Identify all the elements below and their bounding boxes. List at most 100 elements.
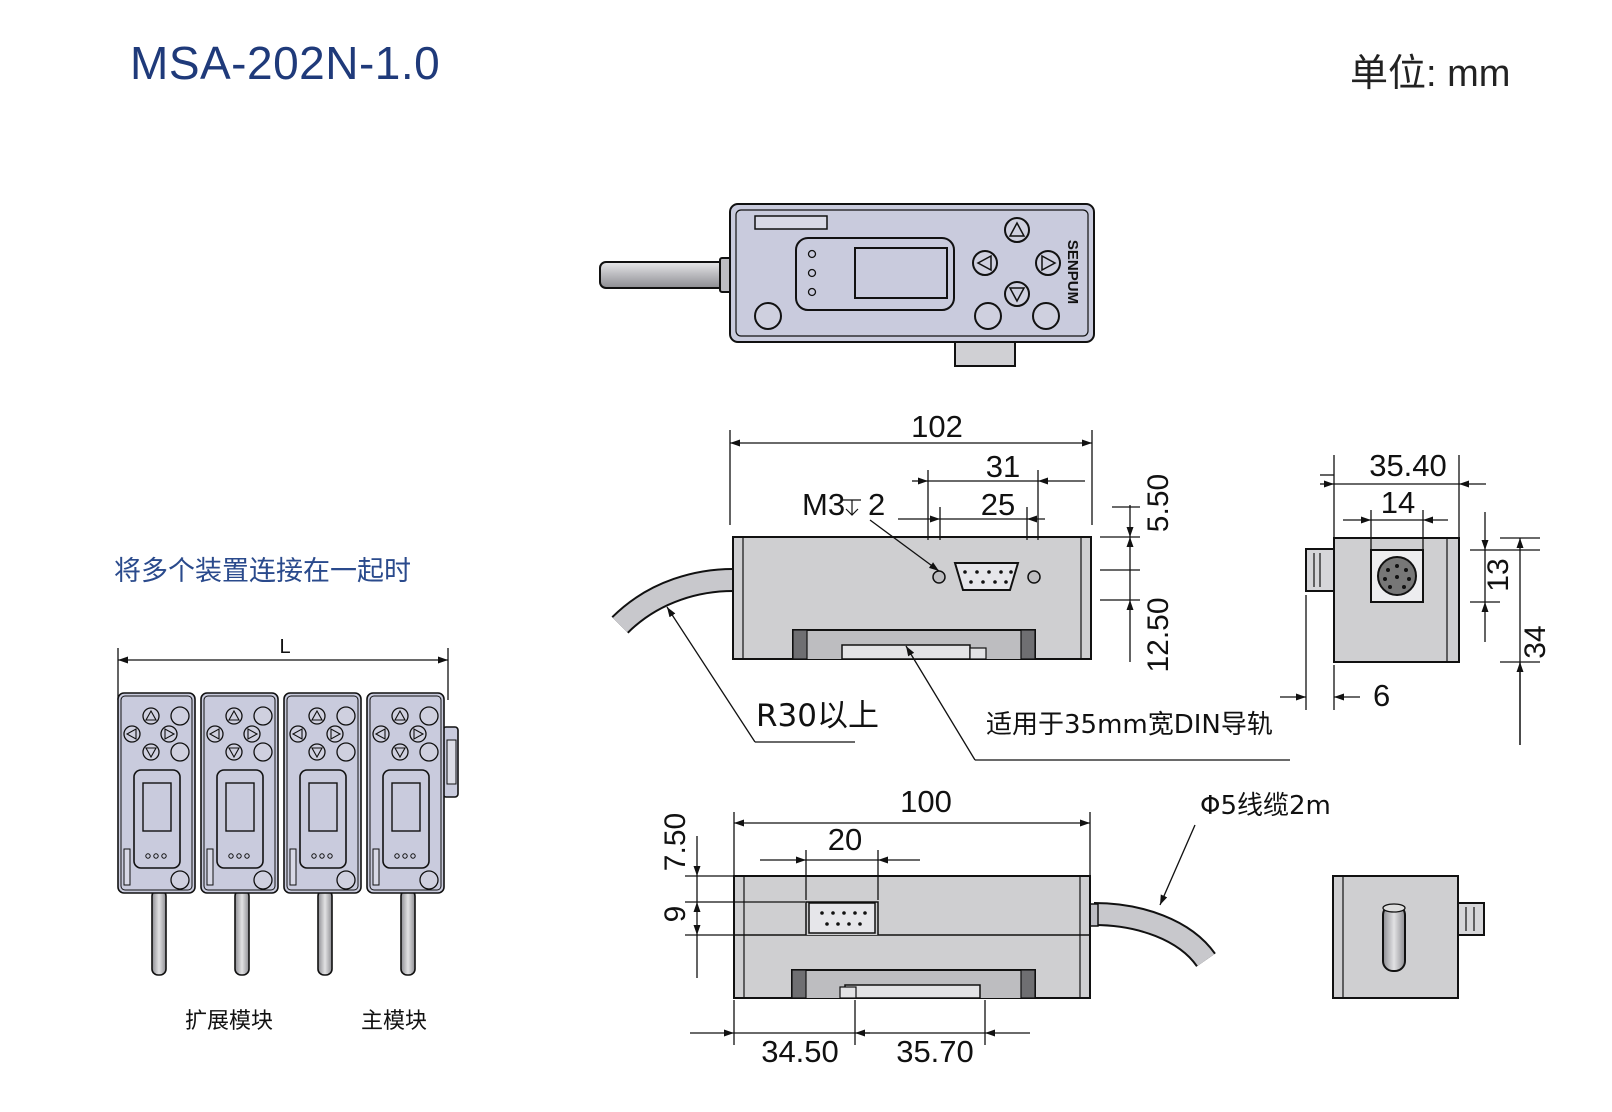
arrow-left-icon	[291, 728, 303, 740]
side-dim-text: 35.40 14 13 34 6	[1369, 448, 1552, 713]
unit-key-mode	[170, 706, 190, 726]
unit-key-set	[170, 742, 190, 762]
display-window	[854, 247, 948, 299]
label-expansion-module: 扩展模块	[185, 1009, 273, 1034]
unit-led	[145, 853, 151, 859]
front-dims	[666, 430, 1290, 761]
arrow-right-icon	[164, 728, 176, 740]
unit-led	[236, 853, 242, 859]
connected-units	[117, 692, 459, 976]
cable-end-view	[1332, 875, 1485, 999]
dim-35-70: 35.70	[896, 1034, 974, 1069]
expansion-unit-2	[200, 692, 279, 976]
label-plate	[754, 215, 828, 230]
side-view	[1305, 537, 1460, 663]
front-dim-text: 102 31 25 M3 2 5.50 12.50 R30以上 适用于35mm宽…	[756, 409, 1273, 740]
group-dims	[117, 648, 449, 700]
bottom-dsub-pins	[820, 911, 867, 926]
unit-display-window	[225, 782, 255, 832]
unit-key-mode	[253, 706, 273, 726]
dim-12-50: 12.50	[1142, 597, 1175, 672]
led-1	[807, 249, 817, 259]
main-unit-connector-face	[446, 739, 457, 785]
note-din-rail: 适用于35mm宽DIN导轨	[986, 710, 1273, 740]
unit-led	[161, 853, 167, 859]
unit-inner-edge	[120, 695, 193, 891]
arrow-down-icon	[394, 747, 406, 759]
unit-key-bottom	[253, 870, 273, 890]
arrow-down-icon	[145, 747, 157, 759]
top-panel-inner-edge	[735, 209, 1089, 337]
arrow-right-button	[1035, 250, 1061, 276]
bottom-cable	[1093, 904, 1215, 967]
arrow-left-icon	[374, 728, 386, 740]
dim-7-50: 7.50	[659, 813, 692, 871]
unit-label-plate	[206, 848, 214, 886]
dim-100: 100	[900, 784, 952, 819]
unit-led	[410, 853, 416, 859]
arrow-down-icon	[228, 747, 240, 759]
bottom-dims	[685, 812, 1196, 1045]
unit-key-set	[253, 742, 273, 762]
unit-inner-edge	[369, 695, 442, 891]
dim-34: 34	[1519, 625, 1552, 658]
page-title: MSA-202N-1.0	[130, 37, 441, 89]
arrow-down-button	[1004, 281, 1030, 307]
dim-m3: M3	[802, 487, 845, 522]
dim-13: 13	[1482, 558, 1515, 591]
dim-6: 6	[1373, 678, 1390, 713]
button-mode	[974, 302, 1002, 330]
unit-label: 单位: mm	[1350, 53, 1511, 95]
led-2	[807, 268, 817, 278]
unit-key-bottom	[170, 870, 190, 890]
unit-label-plate	[123, 848, 131, 886]
button-left	[754, 302, 782, 330]
arrow-up-icon	[311, 709, 323, 721]
front-cable	[612, 570, 734, 633]
unit-key-set	[419, 742, 439, 762]
unit-led	[319, 853, 325, 859]
cable-end-latch	[1457, 902, 1485, 936]
arrow-right-icon	[413, 728, 425, 740]
dsub-pins	[963, 570, 1013, 584]
dim-34-50: 34.50	[761, 1034, 839, 1069]
side-dims	[1280, 455, 1540, 745]
unit-label-plate	[372, 848, 380, 886]
arrow-left-button	[972, 250, 998, 276]
unit-led	[153, 853, 159, 859]
dim-35-40: 35.40	[1369, 448, 1447, 483]
unit-cable	[317, 889, 333, 976]
led-3	[807, 287, 817, 297]
unit-led	[228, 853, 234, 859]
arrow-up-icon	[228, 709, 240, 721]
m3-depth-symbol	[843, 499, 861, 516]
bottom-dsub	[808, 902, 876, 934]
dim-20: 20	[828, 822, 862, 857]
arrow-left-icon	[125, 728, 137, 740]
note-r30: R30以上	[756, 698, 879, 734]
top-view: SENPUM	[599, 203, 1095, 367]
bottom-view	[733, 875, 1216, 999]
dim-102: 102	[911, 409, 963, 444]
expansion-unit-3	[283, 692, 362, 976]
unit-cable	[151, 889, 167, 976]
dim-25: 25	[981, 487, 1015, 522]
expansion-unit-1	[117, 692, 196, 976]
arrow-up-icon	[145, 709, 157, 721]
front-view	[611, 536, 1092, 660]
arrow-right-icon	[330, 728, 342, 740]
arrow-right-icon	[247, 728, 259, 740]
dim-5-50: 5.50	[1142, 474, 1175, 532]
note-cable: Φ5线缆2m	[1200, 791, 1331, 821]
arrow-down-icon	[311, 747, 323, 759]
unit-cable	[400, 889, 416, 976]
unit-display-window	[391, 782, 421, 832]
dim-9: 9	[659, 906, 692, 923]
unit-inner-edge	[203, 695, 276, 891]
unit-led	[402, 853, 408, 859]
unit-key-mode	[419, 706, 439, 726]
dim-14: 14	[1381, 485, 1415, 520]
unit-display-window	[142, 782, 172, 832]
button-set	[1032, 302, 1060, 330]
